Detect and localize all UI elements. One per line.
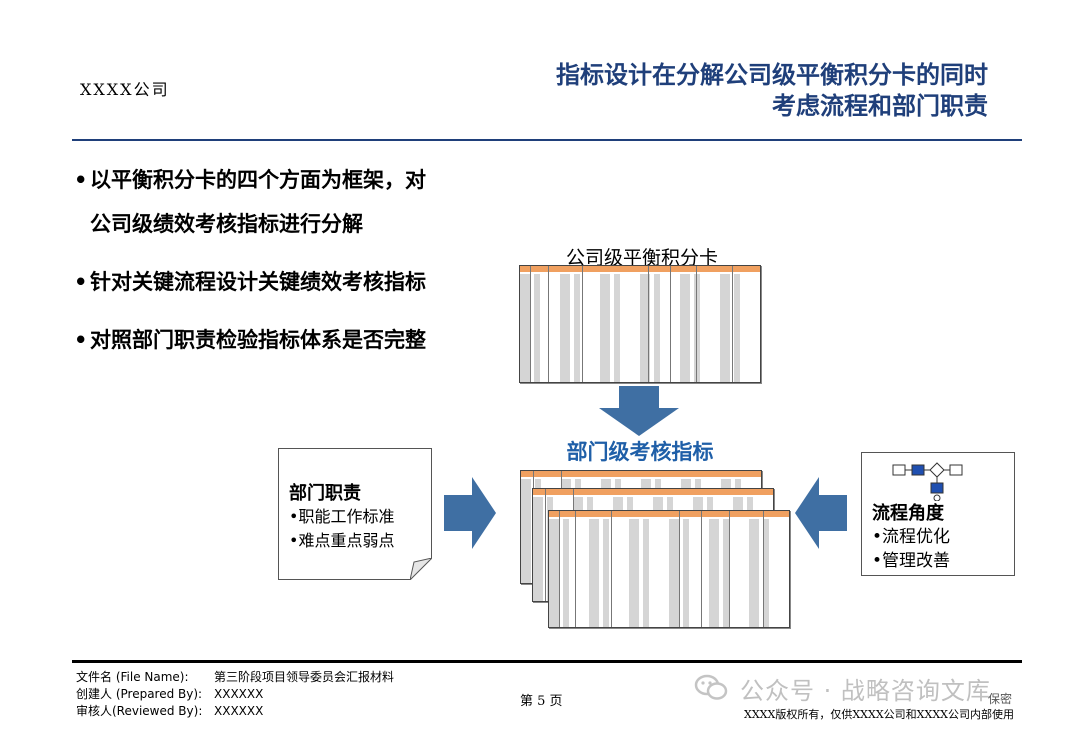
bullet-item: 以平衡积分卡的四个方面为框架，对	[74, 158, 514, 202]
wechat-icon	[694, 672, 728, 702]
process-perspective-box: 流程角度 •流程优化 •管理改善	[861, 452, 1015, 576]
page-title: 指标设计在分解公司级平衡积分卡的同时 考虑流程和部门职责	[556, 60, 988, 122]
bullet-list: 以平衡积分卡的四个方面为框架，对 公司级绩效考核指标进行分解 针对关键流程设计关…	[74, 158, 514, 362]
company-scorecard-label: 公司级平衡积分卡	[565, 247, 718, 269]
file-name-label: 文件名 (File Name):	[76, 670, 189, 684]
bullet-item: 对照部门职责检验指标体系是否完整	[74, 318, 514, 362]
footer-divider	[72, 660, 1022, 663]
dept-responsibility-heading: 部门职责	[289, 483, 361, 504]
company-name: XXXX公司	[80, 80, 170, 99]
bullet-item-continuation: 公司级绩效考核指标进行分解	[90, 212, 363, 236]
footer-labels: 文件名 (File Name): 创建人 (Prepared By): 审核人(…	[76, 669, 202, 720]
sheet-header-bar	[520, 266, 760, 272]
left-arrow-icon	[795, 477, 847, 549]
dept-indicator-label: 部门级考核指标	[566, 440, 714, 464]
watermark: 公众号 · 战略咨询文库	[740, 677, 991, 705]
title-line-1: 指标设计在分解公司级平衡积分卡的同时	[556, 61, 988, 89]
bullet-item: 针对关键流程设计关键绩效考核指标	[74, 260, 514, 304]
process-perspective-heading: 流程角度	[872, 503, 944, 524]
footer-values: 第三阶段项目领导委员会汇报材料 XXXXXX XXXXXX	[214, 669, 394, 720]
prepared-by-label: 创建人 (Prepared By):	[76, 687, 203, 701]
file-name-value: 第三阶段项目领导委员会汇报材料	[214, 670, 395, 684]
dept-responsibility-box: 部门职责 •职能工作标准 •难点重点弱点	[278, 448, 432, 580]
sheet-content	[520, 274, 760, 382]
process-perspective-item: •管理改善	[872, 551, 951, 571]
copyright-notice: XXXX版权所有，仅供XXXX公司和XXXX公司内部使用	[744, 708, 1014, 721]
confidential-mark: 保密	[987, 692, 1012, 706]
page-number: 第 5 页	[520, 694, 563, 709]
dept-sheet-front	[548, 510, 790, 628]
down-arrow-icon	[599, 386, 679, 436]
prepared-by-value: XXXXXX	[214, 687, 264, 701]
dept-responsibility-item: •难点重点弱点	[289, 531, 395, 550]
company-scorecard-sheet	[519, 265, 761, 383]
right-arrow-icon	[444, 477, 496, 549]
process-perspective-item: •流程优化	[872, 527, 951, 547]
folded-corner-icon	[410, 558, 432, 580]
process-flow-icon	[892, 462, 963, 501]
dept-responsibility-item: •职能工作标准	[289, 507, 395, 526]
reviewed-by-label: 审核人(Reviewed By):	[76, 704, 203, 718]
reviewed-by-value: XXXXXX	[214, 704, 264, 718]
header-divider	[72, 139, 1022, 141]
title-line-2: 考虑流程和部门职责	[772, 92, 988, 120]
